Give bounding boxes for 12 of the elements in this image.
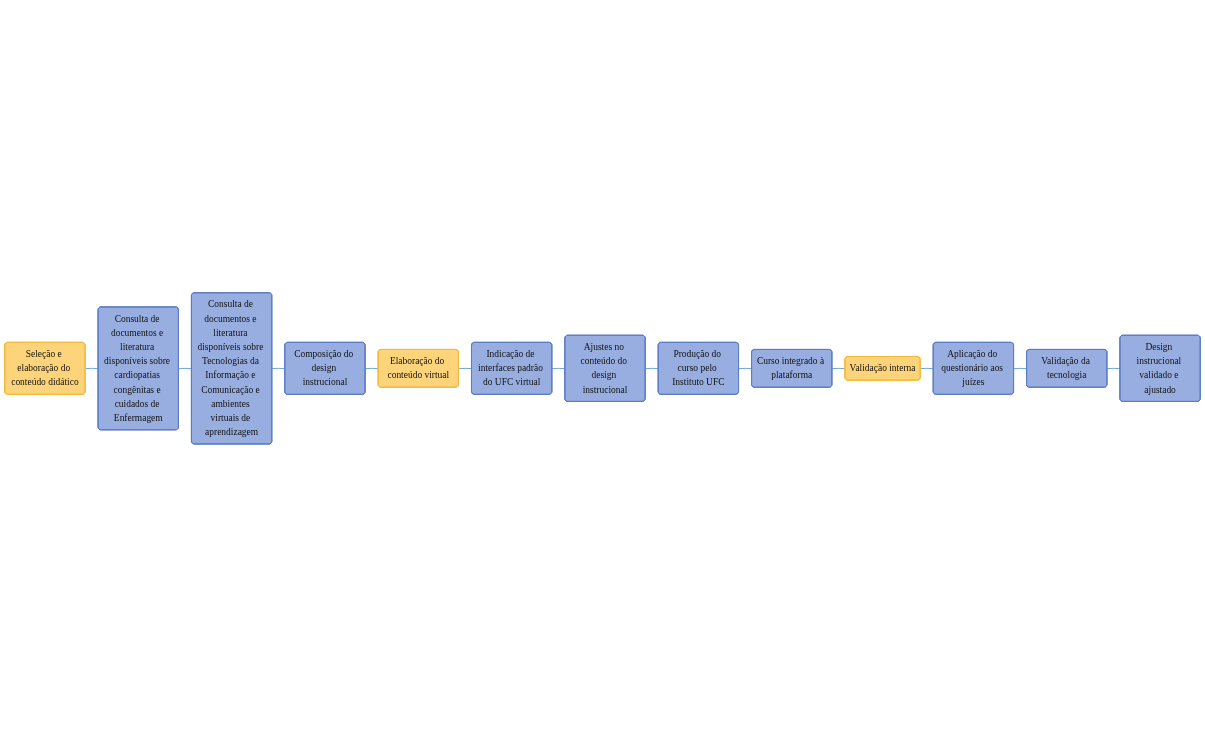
connector [271, 367, 286, 369]
connector [738, 367, 753, 369]
connector [1013, 367, 1028, 369]
connector [920, 367, 934, 369]
connector [84, 367, 99, 369]
connector [551, 367, 566, 369]
connector [365, 367, 379, 369]
connector [458, 367, 473, 369]
connector [1106, 367, 1121, 369]
connector [831, 367, 846, 369]
connector [645, 367, 659, 369]
connector [178, 367, 193, 369]
